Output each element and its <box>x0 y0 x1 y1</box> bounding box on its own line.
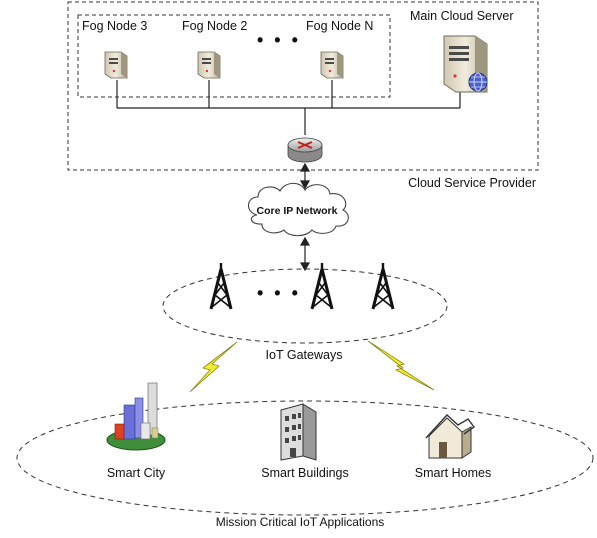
fog-node-n-server-icon <box>320 51 344 79</box>
core-network-cloud-icon <box>247 182 349 237</box>
cloud-service-provider-label: Cloud Service Provider <box>408 176 536 190</box>
main-cloud-server-label: Main Cloud Server <box>410 9 514 23</box>
router-cloud-link <box>299 162 311 190</box>
building-icon <box>280 403 317 461</box>
smart-city-label: Smart City <box>106 466 166 480</box>
fog-node-2-label: Fog Node 2 <box>182 19 248 33</box>
mission-critical-label: Mission Critical IoT Applications <box>215 515 385 529</box>
cloud-gateway-link <box>299 236 311 272</box>
fog-node-2-server-icon <box>197 51 221 79</box>
smart-city-icon <box>106 382 166 451</box>
core-ip-network-label: Core IP Network <box>256 205 338 217</box>
house-icon <box>425 414 475 459</box>
fog-nodes-boundary <box>77 14 391 98</box>
iot-gateways-label: IoT Gateways <box>265 348 343 362</box>
fog-node-3-server-icon <box>104 51 128 79</box>
router-icon <box>287 137 323 163</box>
smart-buildings-label: Smart Buildings <box>261 466 349 480</box>
applications-boundary <box>16 400 594 516</box>
cell-tower-icon <box>310 261 334 311</box>
gateway-boundary <box>162 268 448 344</box>
fog-node-n-label: Fog Node N <box>306 19 374 33</box>
cell-tower-icon <box>209 261 233 311</box>
wireless-link-icon-right <box>367 340 435 391</box>
gateways-ellipsis: • • • <box>257 283 301 303</box>
fog-nodes-ellipsis: • • • <box>257 30 301 50</box>
cloud-provider-boundary <box>67 1 539 171</box>
smart-homes-label: Smart Homes <box>414 466 492 480</box>
fog-node-3-label: Fog Node 3 <box>82 19 148 33</box>
main-server-globe-icon <box>443 35 488 93</box>
wireless-link-icon-left <box>189 341 238 393</box>
connection-lines <box>116 80 461 135</box>
cell-tower-icon <box>371 261 395 311</box>
